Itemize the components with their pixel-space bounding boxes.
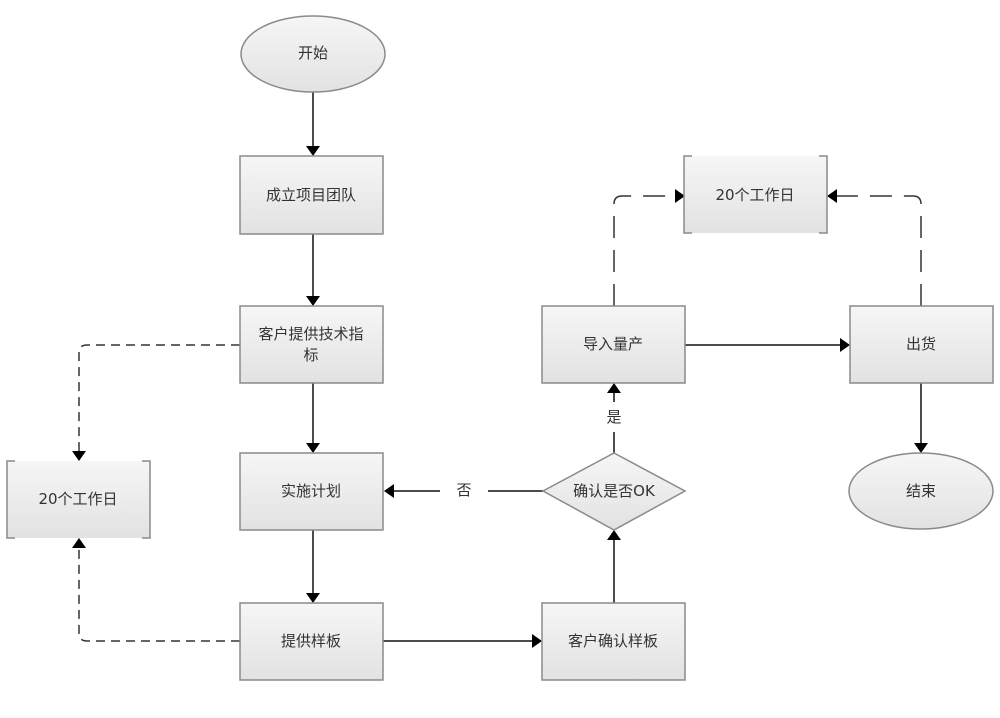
node-decision-label: 确认是否OK bbox=[573, 482, 656, 500]
node-start[interactable]: 开始 bbox=[240, 15, 386, 93]
edge-mass-to-note-top-dashed bbox=[613, 189, 685, 306]
node-note-top[interactable]: 20个工作日 bbox=[683, 155, 828, 234]
node-sample-label: 提供样板 bbox=[281, 632, 341, 650]
node-confirm-sample-label: 客户确认样板 bbox=[568, 632, 658, 650]
edge-start-to-team bbox=[306, 92, 320, 156]
node-spec[interactable]: 客户提供技术指 标 bbox=[239, 305, 384, 384]
edge-sample-to-note-left-dashed bbox=[72, 538, 240, 642]
edge-spec-to-plan bbox=[306, 383, 320, 453]
node-plan[interactable]: 实施计划 bbox=[239, 452, 384, 531]
node-confirm-sample[interactable]: 客户确认样板 bbox=[541, 602, 686, 681]
node-sample[interactable]: 提供样板 bbox=[239, 602, 384, 681]
edge-sample-to-confirm-sample bbox=[383, 634, 542, 648]
edge-mass-to-ship bbox=[685, 338, 850, 352]
edge-decision-to-mass-yes: 是 bbox=[606, 383, 622, 453]
edge-plan-to-sample bbox=[306, 530, 320, 603]
node-spec-label-line2: 标 bbox=[303, 346, 318, 364]
node-ship[interactable]: 出货 bbox=[849, 305, 994, 384]
edge-ship-to-end bbox=[914, 383, 928, 453]
node-mass[interactable]: 导入量产 bbox=[541, 305, 686, 384]
node-decision[interactable]: 确认是否OK bbox=[541, 452, 687, 531]
node-note-left[interactable]: 20个工作日 bbox=[6, 460, 151, 539]
node-ship-label: 出货 bbox=[906, 335, 936, 353]
node-plan-label: 实施计划 bbox=[281, 482, 341, 500]
node-note-top-label: 20个工作日 bbox=[715, 186, 794, 204]
node-team[interactable]: 成立项目团队 bbox=[239, 155, 384, 235]
node-spec-label-line1: 客户提供技术指 bbox=[258, 325, 363, 343]
node-note-left-label: 20个工作日 bbox=[38, 490, 117, 508]
node-end[interactable]: 结束 bbox=[848, 452, 994, 530]
edge-label-no: 否 bbox=[456, 481, 471, 499]
node-start-label: 开始 bbox=[298, 44, 328, 62]
node-mass-label: 导入量产 bbox=[583, 335, 643, 353]
edge-spec-to-note-left-dashed bbox=[72, 344, 240, 461]
node-end-label: 结束 bbox=[906, 482, 936, 500]
edge-confirm-sample-to-decision bbox=[607, 530, 621, 603]
edge-label-yes: 是 bbox=[606, 408, 621, 426]
edge-team-to-spec bbox=[306, 234, 320, 306]
edge-decision-to-plan-no: 否 bbox=[384, 481, 543, 499]
edge-ship-to-note-top-dashed bbox=[827, 189, 922, 306]
node-team-label: 成立项目团队 bbox=[266, 186, 356, 204]
